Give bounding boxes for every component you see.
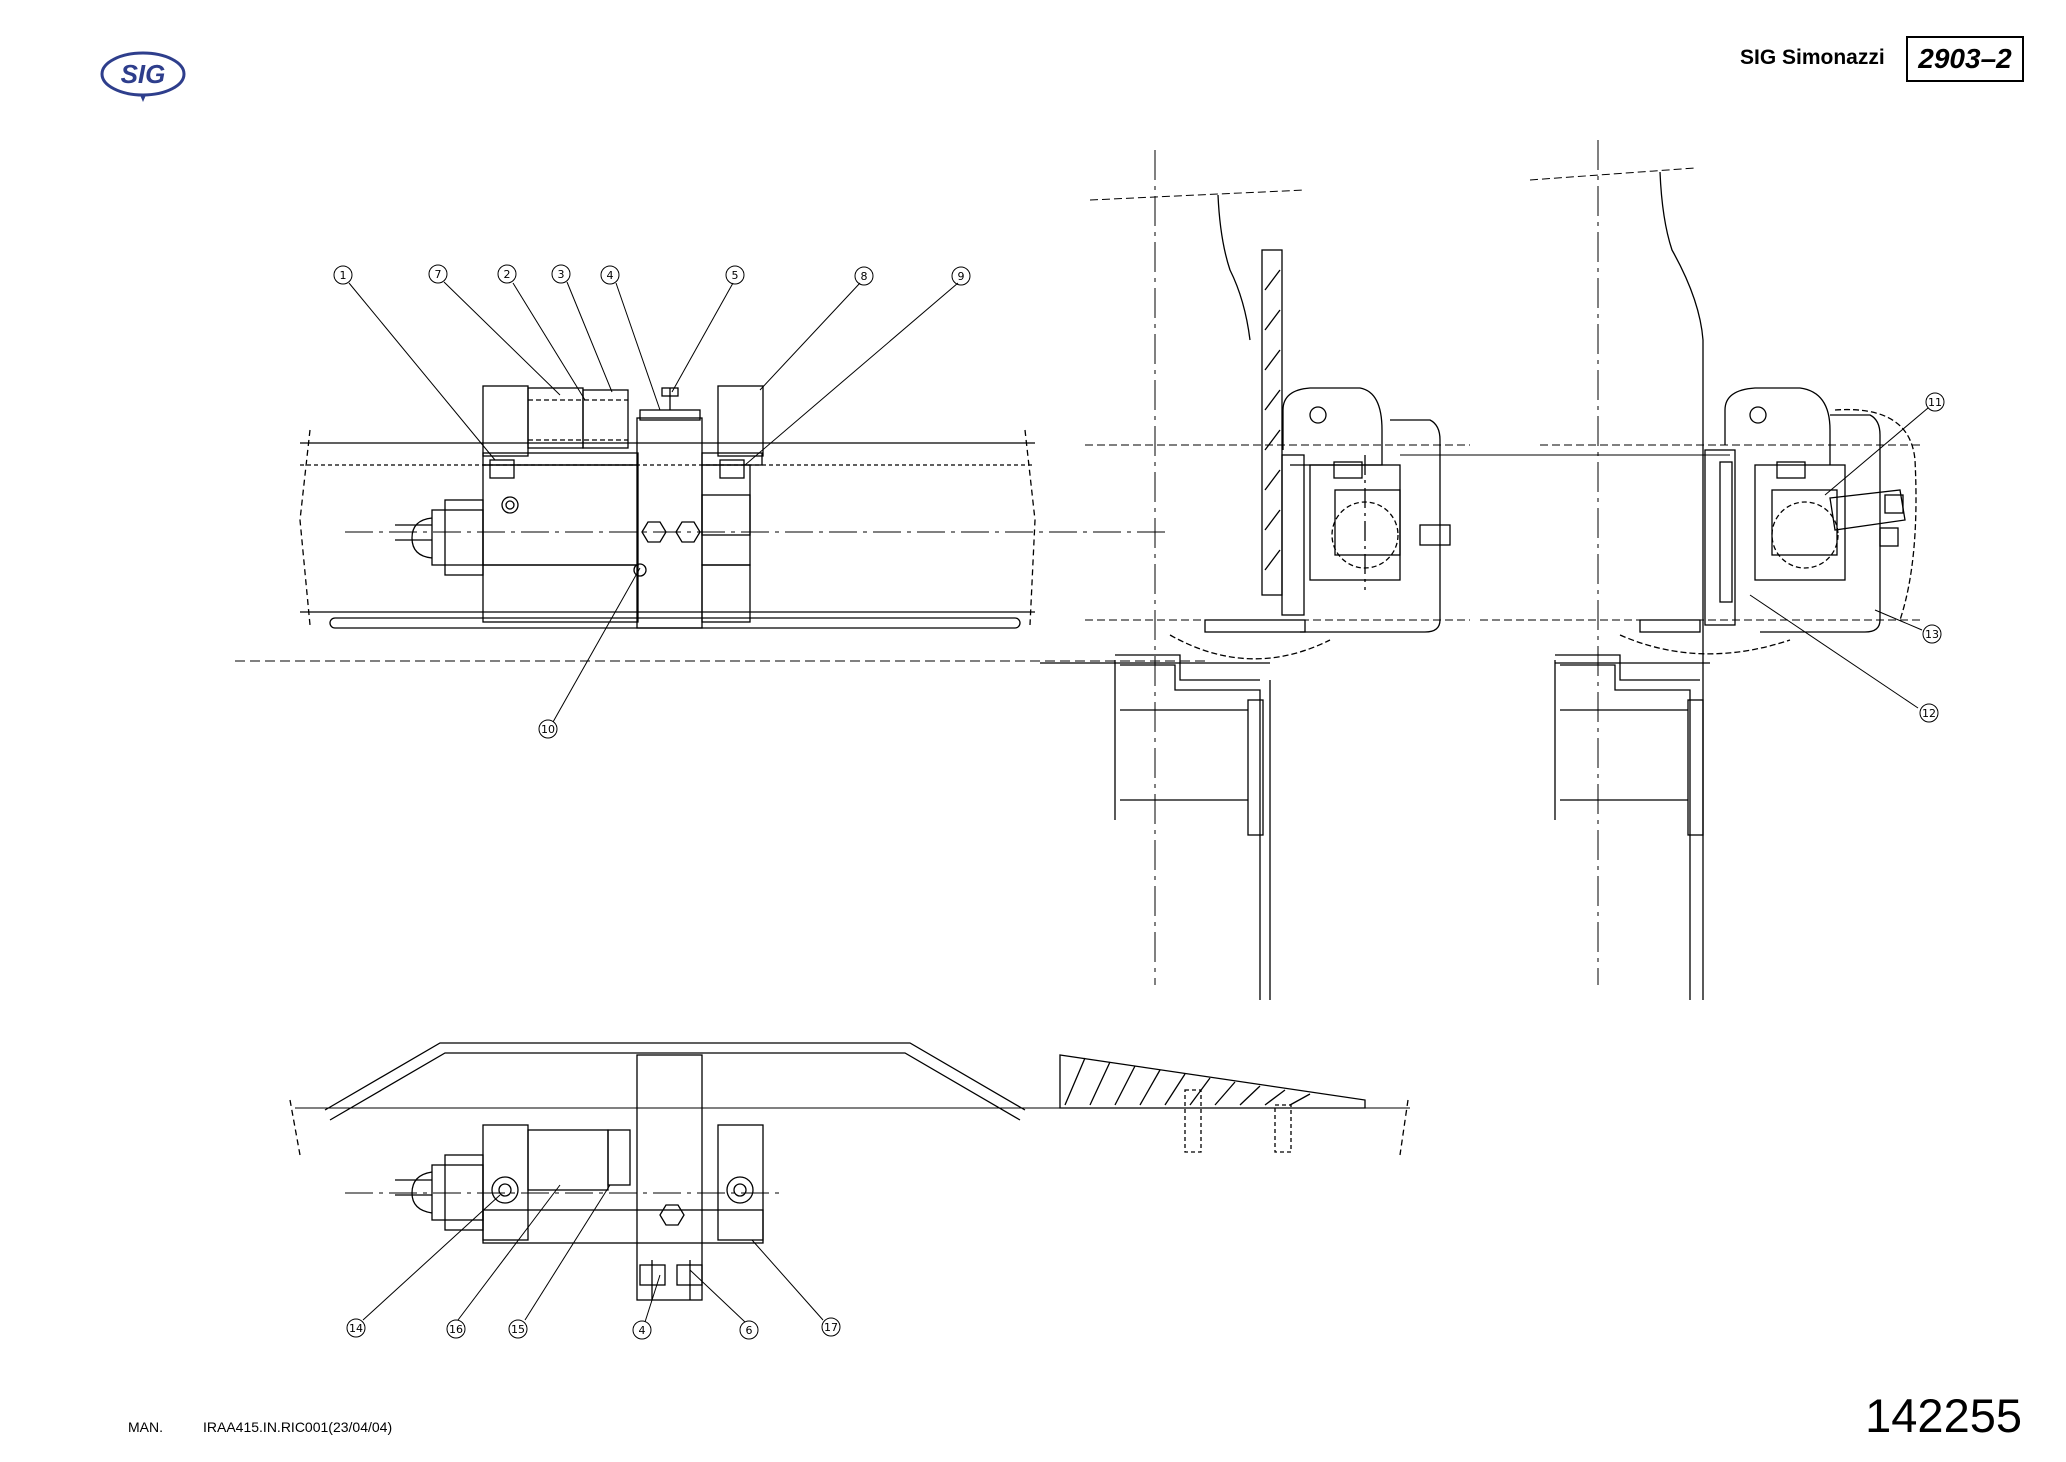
document-code: 2903–2 — [1906, 36, 2024, 82]
callout-14: 14 — [346, 1318, 366, 1338]
callout-4-bottom: 4 — [632, 1320, 652, 1340]
logo-text: SIG — [121, 59, 166, 89]
callout-15: 15 — [508, 1319, 528, 1339]
svg-text:12: 12 — [1922, 707, 1936, 720]
view-right-section — [1400, 140, 1920, 1000]
leader-lines — [348, 281, 1929, 1323]
svg-text:15: 15 — [511, 1323, 525, 1336]
sig-logo: SIG — [100, 51, 186, 102]
svg-text:11: 11 — [1928, 396, 1942, 409]
svg-text:6: 6 — [746, 1324, 753, 1337]
callout-5: 5 — [725, 265, 745, 285]
footer-reference: IRAA415.IN.RIC001(23/04/04) — [203, 1419, 393, 1435]
svg-text:1: 1 — [340, 269, 347, 282]
callout-balloons: 1 7 2 3 4 5 8 9 10 11 13 12 14 16 15 4 6… — [333, 264, 1945, 1340]
brand-name: SIG Simonazzi — [1740, 46, 1885, 69]
callout-16: 16 — [446, 1319, 466, 1339]
callout-17: 17 — [821, 1317, 841, 1337]
callout-10: 10 — [538, 719, 558, 739]
view-bottom — [289, 1042, 1410, 1301]
svg-text:5: 5 — [732, 269, 739, 282]
svg-text:4: 4 — [639, 1324, 646, 1337]
callout-3: 3 — [551, 264, 571, 284]
page-number: 142255 — [1865, 1389, 2022, 1442]
view-middle-section — [1040, 150, 1470, 1000]
callout-7: 7 — [428, 264, 448, 284]
callout-9: 9 — [951, 266, 971, 286]
svg-text:10: 10 — [541, 723, 555, 736]
svg-text:2: 2 — [504, 268, 511, 281]
footer-manual-label: MAN. — [128, 1419, 163, 1435]
svg-text:7: 7 — [435, 268, 442, 281]
svg-text:17: 17 — [824, 1321, 838, 1334]
view-top-left — [235, 385, 1210, 662]
svg-text:14: 14 — [349, 1322, 363, 1335]
svg-text:3: 3 — [558, 268, 565, 281]
callout-8: 8 — [854, 266, 874, 286]
callout-6: 6 — [739, 1320, 759, 1340]
svg-text:8: 8 — [861, 270, 868, 283]
callout-4: 4 — [600, 265, 620, 285]
svg-text:13: 13 — [1925, 628, 1939, 641]
svg-text:16: 16 — [449, 1323, 463, 1336]
svg-text:4: 4 — [607, 269, 614, 282]
callout-1: 1 — [333, 265, 353, 285]
callout-12: 12 — [1919, 703, 1939, 723]
callout-11: 11 — [1925, 392, 1945, 412]
callout-2: 2 — [497, 264, 517, 284]
svg-text:9: 9 — [958, 270, 965, 283]
callout-13: 13 — [1922, 624, 1942, 644]
